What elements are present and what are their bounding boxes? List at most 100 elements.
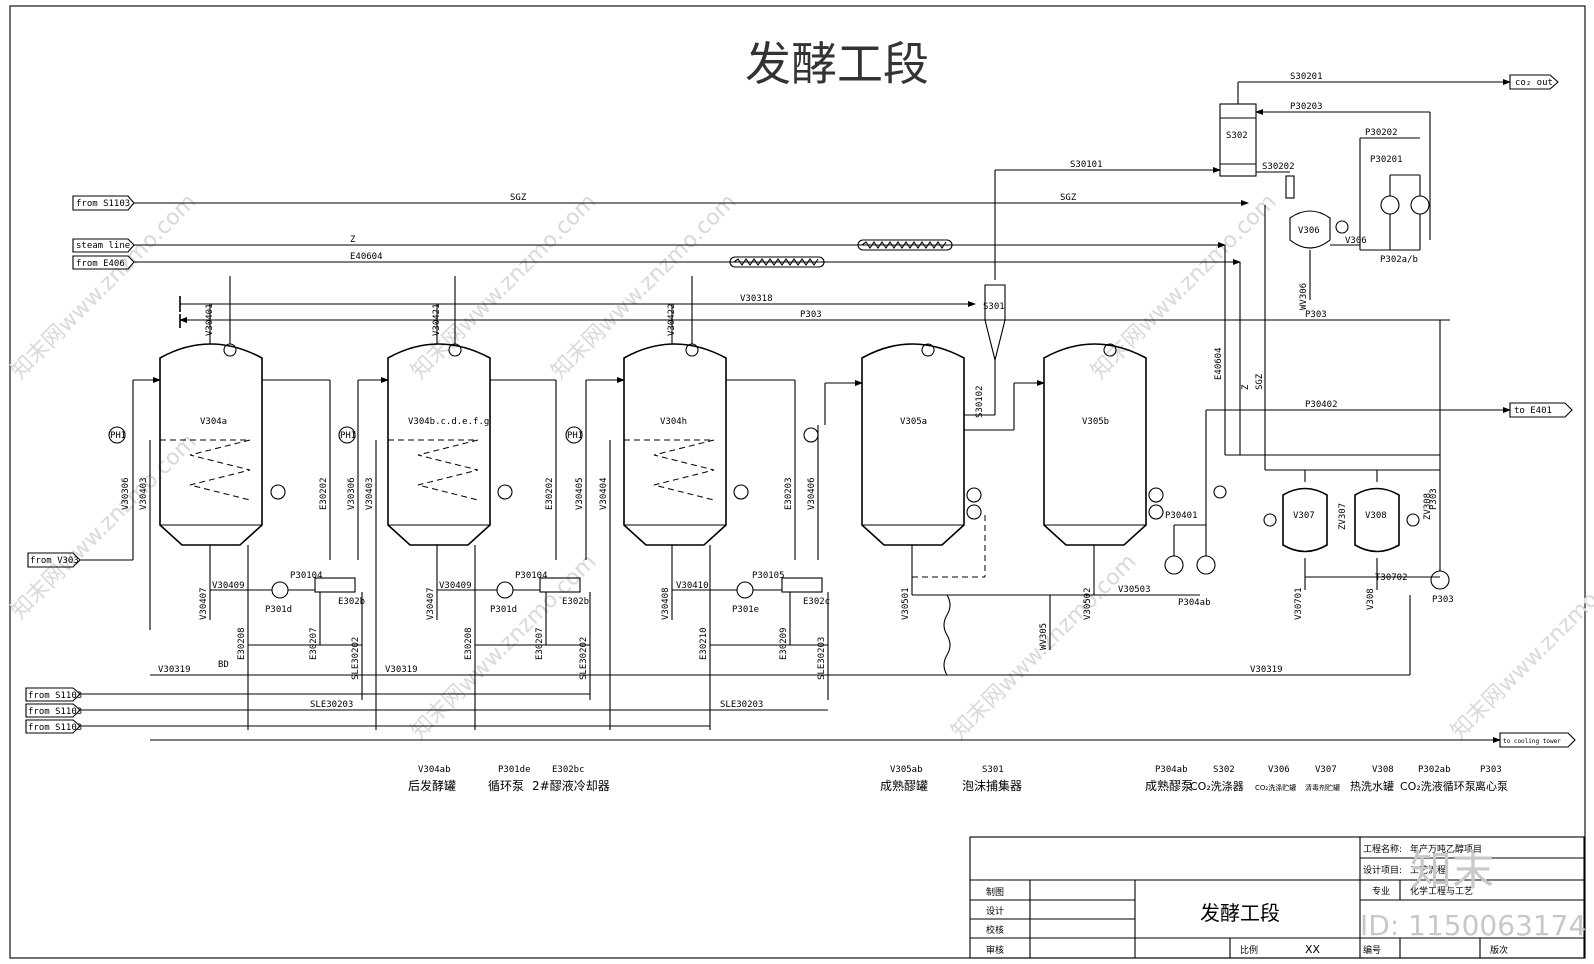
cooling-coil xyxy=(624,439,715,501)
legend-code: V304ab xyxy=(418,765,451,775)
watermark-text: 知末网www.znzmo.com xyxy=(1087,189,1282,384)
legend-name: CO₂洗涤贮罐 xyxy=(1255,783,1296,792)
outlet-tag xyxy=(1499,732,1576,748)
v307-tank xyxy=(1282,487,1328,553)
fermenter-v304a: V304a PHI V30401 xyxy=(108,276,286,546)
cooling-coil xyxy=(160,439,251,501)
scale-label: 比例 xyxy=(1240,944,1258,956)
project-name-label: 工程名称: xyxy=(1363,843,1402,855)
inlet-tag xyxy=(72,195,135,211)
agitator-icon xyxy=(1103,343,1117,357)
instrument-tic xyxy=(1213,485,1227,499)
instrument-ti xyxy=(1406,513,1420,527)
drawing-border xyxy=(9,5,1586,959)
line-label: SLE30203 xyxy=(817,637,827,680)
inlet-tag xyxy=(25,687,81,702)
title-block-frame xyxy=(969,836,1585,959)
line-label: P30401 xyxy=(1165,511,1198,521)
equipment-label: V308 xyxy=(1365,511,1387,521)
coil-zigzag xyxy=(861,241,947,249)
cooler-icon xyxy=(314,577,356,593)
line-label: V30410 xyxy=(676,581,709,591)
legend-code: V308 xyxy=(1372,765,1394,775)
equipment-label: P30104 xyxy=(290,571,323,581)
instrument-lic xyxy=(966,504,982,520)
inlet-tag xyxy=(25,719,81,734)
line-label: P30201 xyxy=(1370,155,1403,165)
number-label: 编号 xyxy=(1363,944,1381,956)
legend-name: 成熟醪泵 xyxy=(1145,778,1193,793)
outlet-tag xyxy=(1509,402,1573,418)
equipment-label: V304a xyxy=(200,417,227,427)
inlet-tag xyxy=(25,703,81,718)
s301-foam-trap xyxy=(984,284,1006,361)
watermark-text: 知末网www.znzmo.com xyxy=(1447,549,1594,744)
equipment-label: V306 xyxy=(1298,226,1320,236)
pump-icon xyxy=(496,581,514,599)
legend-name: 后发酵罐 xyxy=(408,778,456,793)
line-label: V30422 xyxy=(667,303,677,336)
line-label: V30319 xyxy=(385,665,418,675)
title-block: 工程名称: 年产万吨乙醇项目 设计项目: 工艺流程 专业 化学工程与工艺 制图 … xyxy=(969,836,1585,959)
tank-body xyxy=(623,343,727,546)
legend-name: 泡沫捕集器 xyxy=(962,778,1022,793)
tank-body xyxy=(861,343,965,546)
line-label: P30203 xyxy=(1290,102,1323,112)
line-label: V30404 xyxy=(599,477,609,510)
line-label: ZV308 xyxy=(1423,493,1433,520)
v308-tank xyxy=(1354,487,1400,553)
line-label: E30208 xyxy=(237,627,247,660)
line-label: V30502 xyxy=(1083,587,1093,620)
line-label: E40604 xyxy=(1214,347,1224,380)
line-label: V306 xyxy=(1345,236,1367,246)
drain-wavy xyxy=(943,594,951,676)
instrument-ti xyxy=(270,484,286,500)
line-label: V30409 xyxy=(439,581,472,591)
line-label: E30202 xyxy=(319,477,329,510)
instrument-phi xyxy=(803,427,819,443)
watermark-text: 知末网www.znzmo.com xyxy=(7,189,202,384)
line-label: V30405 xyxy=(575,477,585,510)
line-label: P302a/b xyxy=(1380,255,1418,265)
heat-exchanger-coil xyxy=(857,239,953,251)
watermark-text: 知末网www.znzmo.com xyxy=(7,429,202,624)
scale-value: XX xyxy=(1305,943,1321,956)
line-label: V30306 xyxy=(121,477,131,510)
instrument-phi xyxy=(338,426,356,444)
cooler-icon xyxy=(781,577,823,593)
legend-name: 2#醪液冷却器 xyxy=(532,778,610,793)
fermenter-v304h: V304h PHI V30422 xyxy=(565,276,749,546)
equipment-label: V304h xyxy=(660,417,687,427)
equipment-label: S302 xyxy=(1226,131,1248,141)
line-label: SLE30203 xyxy=(720,700,763,710)
page-title: 发酵工段 xyxy=(745,37,929,91)
line-label: P30202 xyxy=(1365,128,1398,138)
legend-name: 热洗水罐 xyxy=(1350,780,1394,793)
instrument-phi xyxy=(108,426,126,444)
equipment-label: P30104 xyxy=(515,571,548,581)
line-label: E30203 xyxy=(784,477,794,510)
watermark-logo: 知末 xyxy=(1410,846,1494,895)
pump-cooler-group-2: P301d P30104 E302b V30407 V30409 E30208 … xyxy=(426,545,591,730)
equipment-label: P301d xyxy=(490,605,517,615)
line-label: V308 xyxy=(1366,588,1376,610)
sight-glass xyxy=(1285,175,1295,199)
legend-code: P303 xyxy=(1480,765,1502,775)
legend-code: S301 xyxy=(982,765,1004,775)
inlet-from-s1103-a: from S1103 xyxy=(28,691,82,701)
legend-code: S302 xyxy=(1213,765,1235,775)
equipment-label: P301e xyxy=(732,605,759,615)
line-label: WV305 xyxy=(1039,623,1049,650)
pump-icon xyxy=(736,581,754,599)
legend-name: CO₂洗液循环泵 xyxy=(1400,779,1476,793)
legend-code: P301de xyxy=(498,765,531,775)
equipment-legend: V304ab 后发酵罐 P301de 循环泵 E302bc 2#醪液冷却器 V3… xyxy=(408,765,1508,793)
v306-tank xyxy=(1289,210,1331,249)
line-label: WV306 xyxy=(1299,283,1309,310)
line-label: Z xyxy=(1241,384,1251,390)
equipment-label: V305a xyxy=(900,417,927,427)
legend-name: CO₂洗涤器 xyxy=(1190,779,1244,793)
legend-code: V307 xyxy=(1315,765,1337,775)
line-label: E40604 xyxy=(350,252,383,262)
